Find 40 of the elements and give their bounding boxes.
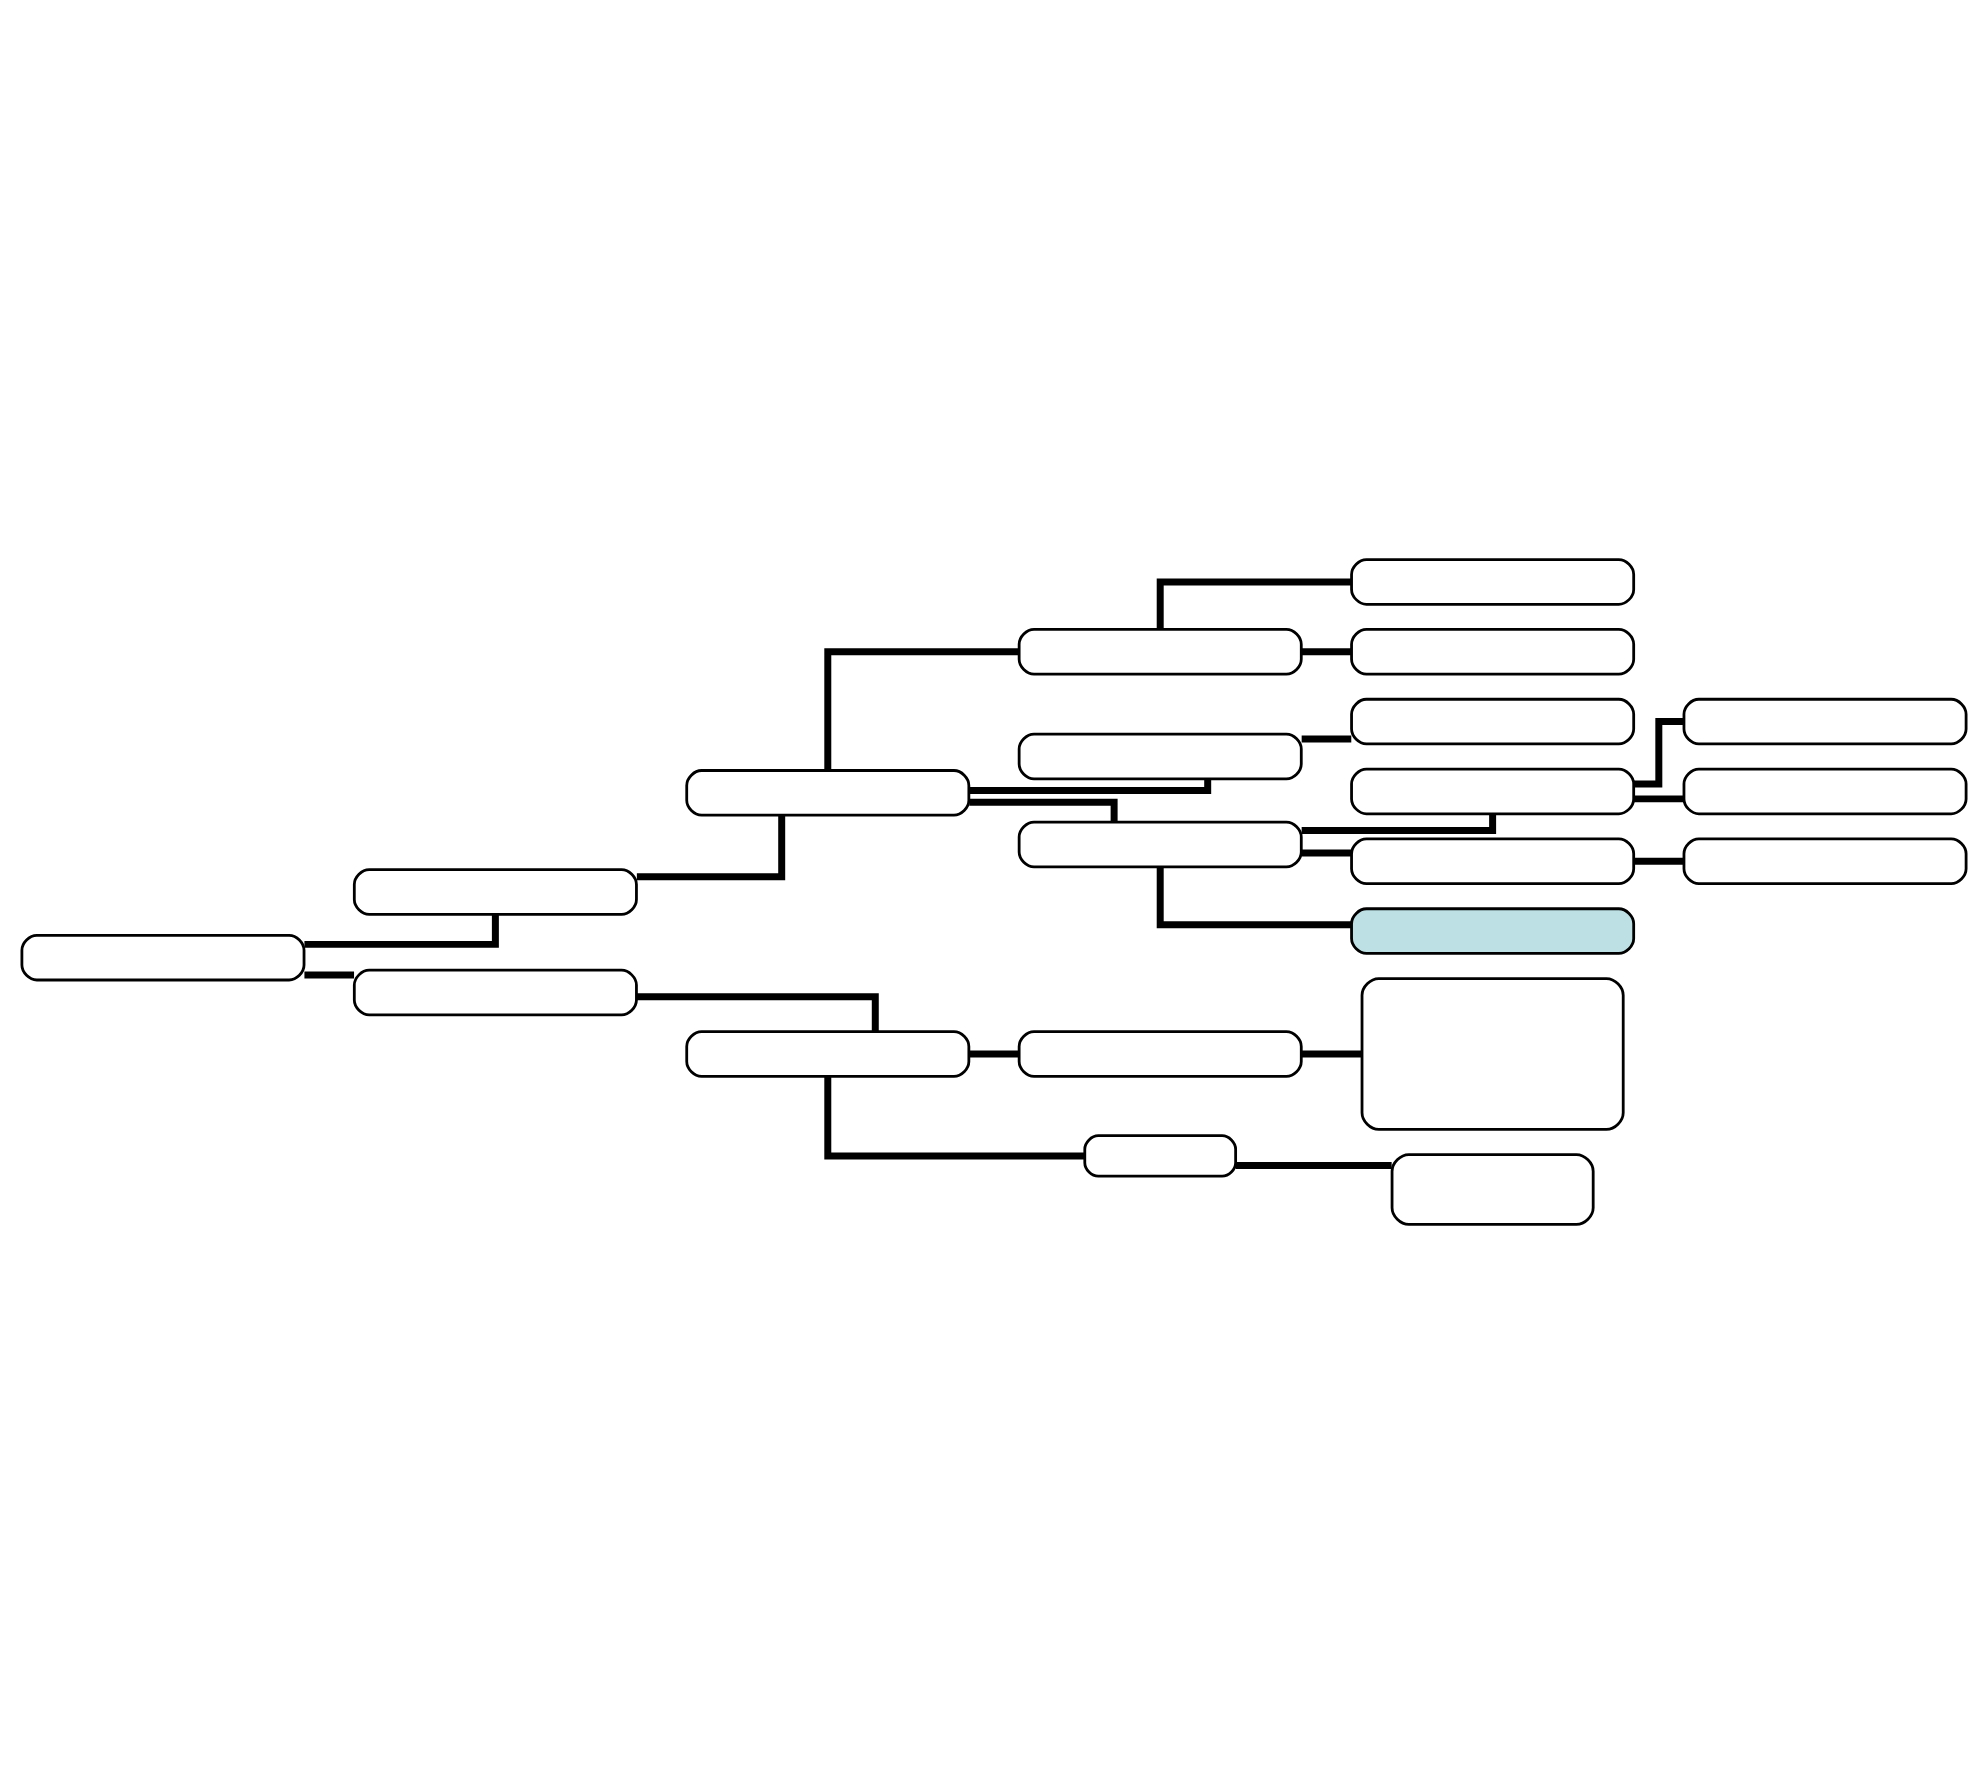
node-box xyxy=(1682,836,1968,884)
node-box xyxy=(1350,906,1636,954)
node-box xyxy=(1017,1029,1303,1077)
connector xyxy=(1301,848,1352,856)
connector xyxy=(1633,717,1684,787)
node-box xyxy=(1017,627,1303,675)
connector xyxy=(824,1075,1085,1159)
node-box xyxy=(1360,976,1625,1130)
node-box xyxy=(1350,766,1636,815)
node-box xyxy=(685,768,971,816)
connector xyxy=(636,814,786,880)
node-box xyxy=(352,967,638,1016)
connector xyxy=(1301,647,1352,655)
node-box xyxy=(1350,557,1636,605)
connector xyxy=(969,1049,1019,1057)
connector xyxy=(1235,1160,1392,1168)
connector xyxy=(969,778,1212,793)
node-box xyxy=(1390,1152,1595,1225)
node-box xyxy=(1350,696,1636,745)
connector xyxy=(304,970,355,978)
connector xyxy=(1301,734,1352,742)
node-box xyxy=(685,1029,971,1077)
connector xyxy=(824,647,1019,770)
node-box xyxy=(1017,819,1303,868)
connector xyxy=(1301,813,1497,834)
node-box xyxy=(1017,731,1303,780)
connector xyxy=(1301,1049,1362,1057)
node-box xyxy=(20,932,306,981)
node-box xyxy=(1350,627,1636,675)
connector xyxy=(1156,865,1352,928)
node-box xyxy=(352,867,638,915)
connector xyxy=(304,913,499,947)
connector xyxy=(1156,577,1352,629)
connector xyxy=(1634,794,1684,802)
node-box xyxy=(1350,836,1636,884)
node-box xyxy=(1083,1133,1238,1177)
connector xyxy=(969,797,1118,821)
node-box xyxy=(1682,766,1968,815)
connector xyxy=(1634,856,1684,864)
node-box xyxy=(1682,696,1968,745)
